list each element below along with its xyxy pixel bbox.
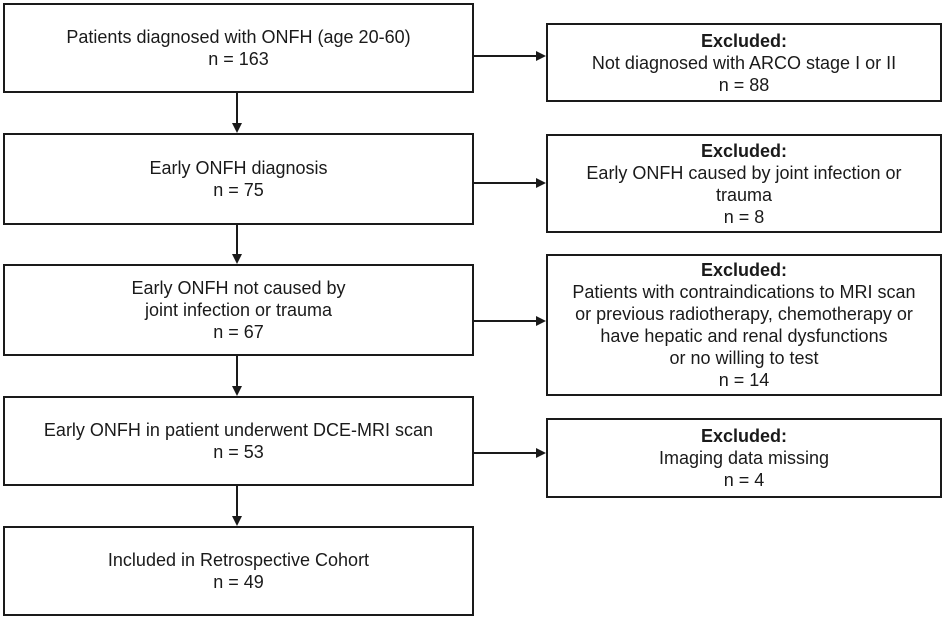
- step-box-3: Early ONFH not caused by joint infection…: [3, 264, 474, 356]
- exclusion-1-text: Not diagnosed with ARCO stage I or II: [591, 52, 897, 73]
- step-3-text-a: Early ONFH not caused by: [131, 278, 346, 298]
- exclusion-4-heading: Excluded:: [700, 426, 788, 446]
- exclusion-2-text-a: Early ONFH caused by joint infection or: [586, 162, 902, 183]
- exclusion-3-text-b: or previous radiotherapy, chemotherapy o…: [575, 304, 913, 324]
- exclusion-1-heading: Excluded:: [700, 30, 788, 51]
- step-1-count: n = 163: [208, 49, 269, 69]
- exclusion-3-count: n = 14: [718, 370, 770, 390]
- exclusion-3-heading: Excluded:: [700, 260, 788, 280]
- exclusion-3-text-a: Patients with contraindications to MRI s…: [572, 282, 916, 302]
- step-2-text: Early ONFH diagnosis: [149, 158, 328, 178]
- exclusion-box-2: Excluded: Early ONFH caused by joint inf…: [546, 134, 942, 233]
- step-box-2: Early ONFH diagnosis n = 75: [3, 133, 474, 225]
- step-box-5: Included in Retrospective Cohort n = 49: [3, 526, 474, 616]
- step-box-4: Early ONFH in patient underwent DCE-MRI …: [3, 396, 474, 486]
- exclusion-2-heading: Excluded:: [700, 140, 788, 161]
- step-1-text: Patients diagnosed with ONFH (age 20-60): [66, 27, 411, 47]
- exclusion-3-text-d: or no willing to test: [669, 348, 819, 368]
- exclusion-4-count: n = 4: [723, 470, 765, 490]
- exclusion-box-3: Excluded: Patients with contraindication…: [546, 254, 942, 396]
- step-4-count: n = 53: [213, 442, 264, 462]
- exclusion-box-4: Excluded: Imaging data missing n = 4: [546, 418, 942, 498]
- step-3-text-b: joint infection or trauma: [144, 300, 333, 320]
- step-4-text: Early ONFH in patient underwent DCE-MRI …: [43, 420, 434, 440]
- step-2-count: n = 75: [213, 180, 264, 200]
- step-5-count: n = 49: [213, 572, 264, 592]
- exclusion-1-count: n = 88: [718, 74, 770, 95]
- step-5-text: Included in Retrospective Cohort: [107, 550, 370, 570]
- step-box-1: Patients diagnosed with ONFH (age 20-60)…: [3, 3, 474, 93]
- exclusion-3-text-c: have hepatic and renal dysfunctions: [600, 326, 888, 346]
- exclusion-2-count: n = 8: [723, 206, 765, 227]
- exclusion-4-text: Imaging data missing: [658, 448, 830, 468]
- exclusion-2-text-b: trauma: [715, 184, 773, 205]
- exclusion-box-1: Excluded: Not diagnosed with ARCO stage …: [546, 23, 942, 102]
- step-3-count: n = 67: [213, 322, 264, 342]
